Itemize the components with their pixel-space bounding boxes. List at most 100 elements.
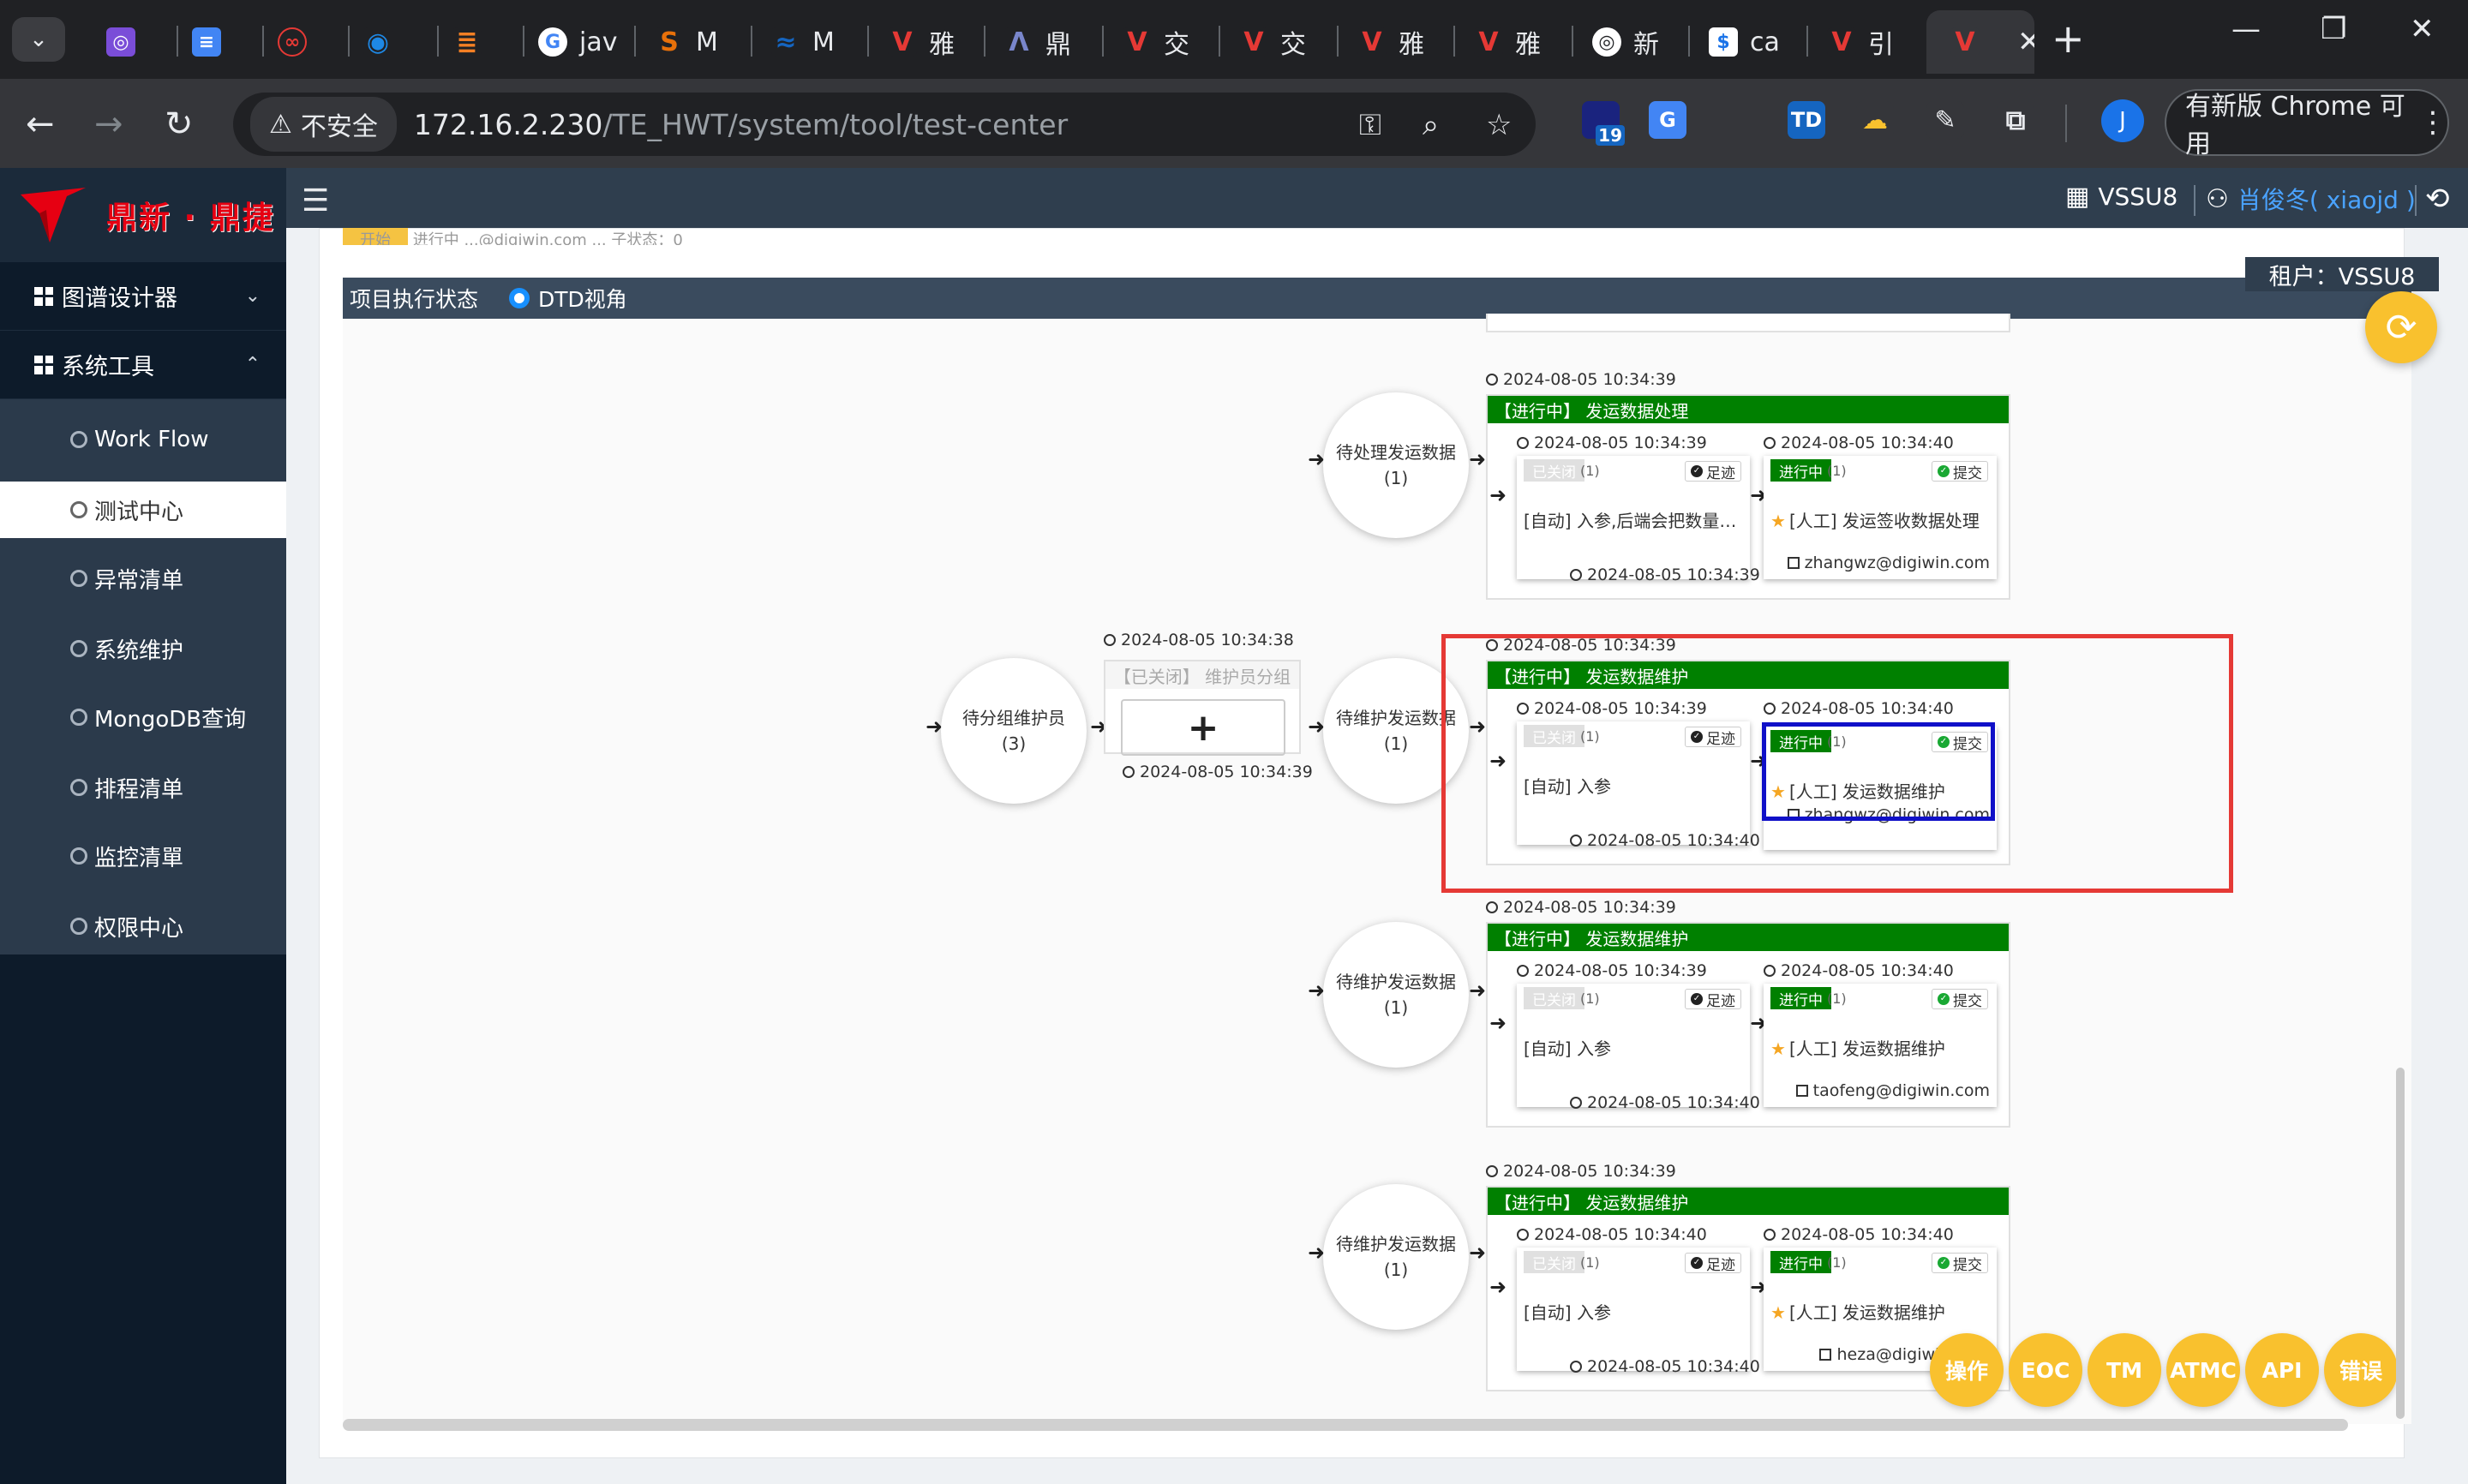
tm-button[interactable]: TM bbox=[2088, 1333, 2161, 1407]
api-button[interactable]: API bbox=[2245, 1333, 2319, 1407]
flow-node[interactable]: 待处理发运数据(1) bbox=[1323, 392, 1469, 538]
sidebar: 图谱设计器 ⌄ 系统工具 ⌃ Work Flow 测试中心 异常清单 系统维护 … bbox=[0, 262, 286, 1484]
browser-tab[interactable]: ≈M bbox=[747, 10, 864, 74]
sidebar-item-exception-list[interactable]: 异常清单 bbox=[0, 550, 286, 607]
flow-node[interactable]: 待维护发运数据(1) bbox=[1323, 1184, 1469, 1330]
sidebar-submenu: Work Flow 测试中心 异常清单 系统维护 MongoDB查询 排程清单 … bbox=[0, 399, 286, 954]
flow-node[interactable]: 待维护发运数据(1) bbox=[1323, 922, 1469, 1068]
profile-avatar[interactable]: J bbox=[2101, 99, 2144, 142]
add-icon[interactable]: + bbox=[1121, 699, 1285, 756]
docs-icon: ≡ bbox=[192, 27, 221, 57]
error-button[interactable]: 错误 bbox=[2324, 1333, 2398, 1407]
restore-icon[interactable]: ❐ bbox=[2321, 12, 2347, 46]
start-node[interactable]: 待分组维护员 (3) bbox=[941, 658, 1087, 804]
zoom-icon[interactable]: ⌕ bbox=[1423, 108, 1440, 142]
digiwin-icon: V bbox=[888, 27, 917, 57]
browser-tab[interactable]: ∞ bbox=[254, 10, 355, 74]
browser-tab[interactable]: ≣ bbox=[428, 10, 530, 74]
minimize-icon[interactable]: — bbox=[2231, 12, 2261, 46]
browser-tab[interactable]: ≡ bbox=[168, 10, 269, 74]
refresh-button[interactable]: ⟳ bbox=[2365, 291, 2437, 363]
forward-icon[interactable]: → bbox=[94, 105, 123, 144]
task-card[interactable]: 已关闭 (1) ✓足迹 [自动] 入参 bbox=[1517, 984, 1750, 1107]
bookmark-star-icon[interactable]: ☆ bbox=[1486, 108, 1513, 142]
task-card[interactable]: 进行中 (1) ✓提交 ★[人工] 发运签收数据处理 zhangwz@digiw… bbox=[1764, 456, 1997, 579]
footprint-button[interactable]: ✓足迹 bbox=[1685, 727, 1741, 748]
footprint-button[interactable]: ✓足迹 bbox=[1685, 1253, 1741, 1274]
extension-icon[interactable]: 19 bbox=[1582, 101, 1625, 146]
close-icon[interactable]: ✕ bbox=[2017, 25, 2034, 59]
address-bar[interactable]: ⚠ 不安全 172.16.2.230/TE_HWT/system/tool/te… bbox=[233, 93, 1536, 156]
sidebar-item-monitor-list[interactable]: 监控清單 bbox=[0, 828, 286, 884]
chrome-icon: ◎ bbox=[1592, 27, 1621, 57]
not-secure-chip[interactable]: ⚠ 不安全 bbox=[250, 97, 397, 152]
footprint-button[interactable]: ✓足迹 bbox=[1685, 989, 1741, 1010]
sidebar-item-schedule-list[interactable]: 排程清单 bbox=[0, 759, 286, 816]
translate-icon[interactable]: G bbox=[1649, 101, 1686, 139]
horizontal-scrollbar[interactable] bbox=[343, 1419, 2348, 1431]
atmc-button[interactable]: ATMC bbox=[2166, 1333, 2240, 1407]
task-card[interactable]: 已关闭 (1) ✓足迹 [自动] 入参 bbox=[1517, 1248, 1750, 1371]
reload-icon[interactable]: ↻ bbox=[165, 105, 194, 144]
url-text[interactable]: 172.16.2.230/TE_HWT/system/tool/test-cen… bbox=[413, 107, 1069, 141]
browser-tab[interactable]: ◎新 bbox=[1568, 10, 1685, 74]
arrow-right-icon: ➜ bbox=[1308, 978, 1326, 1002]
user-menu[interactable]: ⚇ 肖俊冬( xiaojd ) bbox=[2206, 183, 2416, 215]
submit-button[interactable]: ✓提交 bbox=[1932, 989, 1988, 1010]
chrome-update-button[interactable]: 有新版 Chrome 可用 ⋮ bbox=[2165, 89, 2449, 159]
eyedropper-icon[interactable]: ✎ bbox=[1926, 101, 1964, 139]
task-card[interactable]: 进行中 (1) ✓提交 ★[人工] 发运数据维护 taofeng@digiwin… bbox=[1764, 984, 1997, 1107]
task-card[interactable]: 进行中 (1) ✓提交 ★[人工] 发运数据维护 zhangwz@digiwin… bbox=[1764, 727, 1997, 850]
clock-icon bbox=[1486, 374, 1498, 386]
back-icon[interactable]: ← bbox=[26, 105, 55, 144]
eoc-button[interactable]: EOC bbox=[2009, 1333, 2082, 1407]
extension-icon[interactable]: ☁ bbox=[1856, 101, 1894, 139]
vertical-scrollbar[interactable] bbox=[2396, 1068, 2405, 1419]
window-close-icon[interactable]: ✕ bbox=[2410, 12, 2435, 46]
sidebar-item-system-maintenance[interactable]: 系统维护 bbox=[0, 620, 286, 677]
browser-tab[interactable]: $ca bbox=[1685, 10, 1801, 74]
group-node[interactable]: 【已关闭】 维护员分组 + bbox=[1104, 660, 1301, 756]
timestamp: 2024-08-05 10:34:39 bbox=[1517, 699, 1707, 718]
task-card[interactable]: 已关闭 (1) ✓足迹 [自动] 入参,后端会把数量有... bbox=[1517, 456, 1750, 579]
footprint-button[interactable]: ✓足迹 bbox=[1685, 461, 1741, 482]
operation-button[interactable]: 操作 bbox=[1930, 1333, 2004, 1407]
timestamp: 2024-08-05 10:34:39 bbox=[1486, 636, 1676, 655]
clock-icon bbox=[1570, 1361, 1582, 1373]
sidebar-item-workflow[interactable]: Work Flow bbox=[0, 411, 286, 468]
sidebar-group-system-tools[interactable]: 系统工具 ⌃ bbox=[0, 331, 286, 399]
arrow-right-icon: ➜ bbox=[1489, 483, 1507, 507]
browser-tab[interactable]: ◎ bbox=[82, 10, 183, 74]
tab-search-icon[interactable]: ⌄ bbox=[12, 17, 65, 62]
timestamp: 2024-08-05 10:34:39 bbox=[1123, 763, 1313, 781]
arrow-right-icon: ➜ bbox=[1090, 715, 1108, 739]
task-card[interactable]: 已关闭 (1) ✓足迹 [自动] 入参 bbox=[1517, 721, 1750, 845]
flow-canvas[interactable]: ➜ 待分组维护员 (3) ➜ 2024-08-05 10:34:38 【已关闭】… bbox=[343, 314, 2411, 1424]
dtd-view-radio[interactable] bbox=[509, 288, 530, 308]
logout-icon[interactable]: ⟲ bbox=[2425, 182, 2450, 216]
submit-button[interactable]: ✓提交 bbox=[1932, 461, 1988, 482]
sidebar-item-mongodb-query[interactable]: MongoDB查询 bbox=[0, 689, 286, 745]
browser-tab[interactable]: ◉ bbox=[339, 10, 440, 74]
sidebar-group-graph-designer[interactable]: 图谱设计器 ⌄ bbox=[0, 262, 286, 331]
sidebar-item-permission-center[interactable]: 权限中心 bbox=[0, 898, 286, 954]
browser-tab-active[interactable]: V✕ bbox=[1926, 10, 2034, 74]
sidebar-item-test-center[interactable]: 测试中心 bbox=[0, 482, 286, 538]
extension-icon[interactable]: TD bbox=[1788, 101, 1825, 139]
new-tab-button[interactable]: + bbox=[2052, 15, 2085, 62]
submit-button[interactable]: ✓提交 bbox=[1932, 732, 1988, 753]
tenant-switch[interactable]: ▦ VSSU8 bbox=[2065, 182, 2178, 212]
extensions-puzzle-icon[interactable]: ⧉ bbox=[1997, 101, 2034, 139]
key-icon[interactable]: ⚿ bbox=[1359, 108, 1381, 142]
menu-toggle-icon[interactable]: ☰ bbox=[302, 183, 330, 218]
submit-button[interactable]: ✓提交 bbox=[1932, 1253, 1988, 1274]
